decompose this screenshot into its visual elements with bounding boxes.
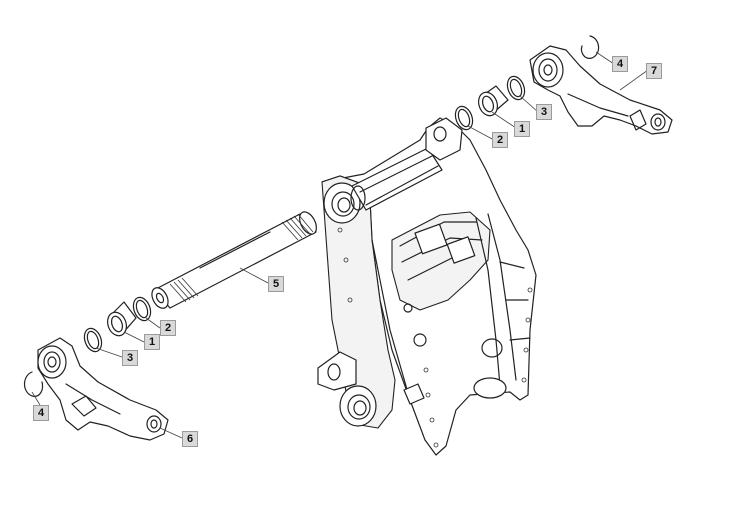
bushing-1-left [106, 301, 137, 337]
lift-arm-6 [37, 337, 169, 441]
leader-lines [31, 51, 649, 439]
callout-1-left: 1 [144, 334, 160, 350]
callout-2-left: 2 [160, 320, 176, 336]
callout-4-left: 4 [33, 405, 49, 421]
circlip-4-left [23, 371, 44, 397]
circlip-4-right [580, 35, 600, 59]
callout-5: 5 [268, 276, 284, 292]
snap-ring-3-left [83, 327, 103, 353]
callout-3-right: 3 [536, 104, 552, 120]
callout-4-right: 4 [612, 56, 628, 72]
seal-ring-2-right [454, 105, 474, 131]
snap-ring-3-right [506, 75, 526, 101]
shaft-5 [151, 211, 317, 309]
callout-1-right: 1 [514, 121, 530, 137]
seal-ring-2-left [132, 296, 152, 322]
callout-7: 7 [646, 63, 662, 79]
lift-arm-7 [529, 45, 673, 135]
housing [317, 117, 537, 456]
callout-2-right: 2 [492, 132, 508, 148]
bushing-1-right [477, 85, 509, 117]
callout-6: 6 [182, 431, 198, 447]
callout-3-left: 3 [122, 350, 138, 366]
